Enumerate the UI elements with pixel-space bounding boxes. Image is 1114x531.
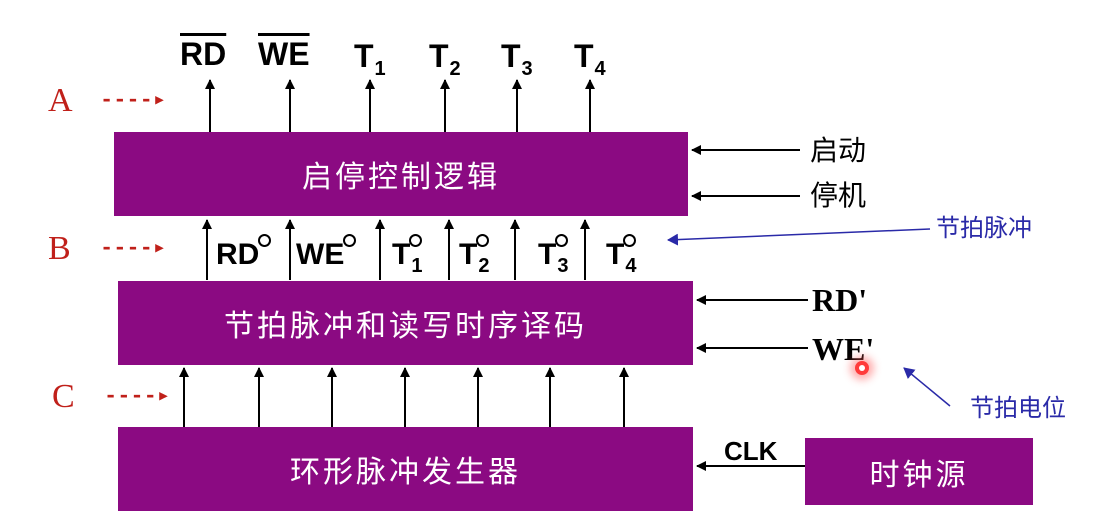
start-stop-logic-block: 启停控制逻辑 — [114, 132, 688, 216]
rd-prime-input-label: RD' — [812, 282, 868, 318]
beat-level-annotation: 节拍电位 — [970, 394, 1066, 422]
we-bar-output-label: WE — [258, 36, 310, 72]
rd-pulse-label: RD — [216, 238, 260, 271]
stop-input-label: 停机 — [810, 179, 867, 212]
annotation-arrows — [667, 228, 951, 407]
row-marker-b: B — [48, 230, 71, 267]
right-input-arrows — [691, 145, 808, 471]
rd-bar-output-label: RD — [180, 36, 227, 72]
start-input-label: 启动 — [810, 134, 867, 167]
mid-signal-arrows — [202, 219, 590, 280]
t3-pulse-label: T3 — [538, 238, 569, 277]
t2-output-label: T2 — [429, 38, 461, 80]
clock-source-block: 时钟源 — [805, 438, 1033, 505]
t1-output-label: T1 — [354, 38, 386, 80]
we-prime-input-label: WE' — [812, 331, 875, 367]
ring-pulse-generator-block: 环形脉冲发生器 — [118, 427, 693, 511]
row-marker-b-arrow: ----▸ — [100, 236, 167, 261]
t2-pulse-label: T2 — [459, 238, 490, 277]
t1-pulse-label: T1 — [392, 238, 423, 277]
row-marker-a: A — [48, 82, 73, 119]
t4-output-label: T4 — [574, 38, 606, 80]
ring-output-arrows — [179, 367, 629, 427]
top-output-arrows — [205, 79, 595, 132]
row-marker-a-arrow: ----▸ — [100, 88, 167, 113]
row-marker-c-arrow: ----▸ — [104, 384, 171, 409]
decoder-block: 节拍脉冲和读写时序译码 — [118, 281, 693, 365]
clk-input-label: CLK — [724, 436, 778, 466]
laser-pointer-dot — [855, 361, 869, 375]
t4-pulse-label: T4 — [606, 238, 637, 277]
t3-output-label: T3 — [501, 38, 533, 80]
we-pulse-label: WE — [296, 238, 345, 271]
beat-pulse-annotation: 节拍脉冲 — [936, 214, 1032, 242]
row-marker-c: C — [52, 378, 75, 415]
